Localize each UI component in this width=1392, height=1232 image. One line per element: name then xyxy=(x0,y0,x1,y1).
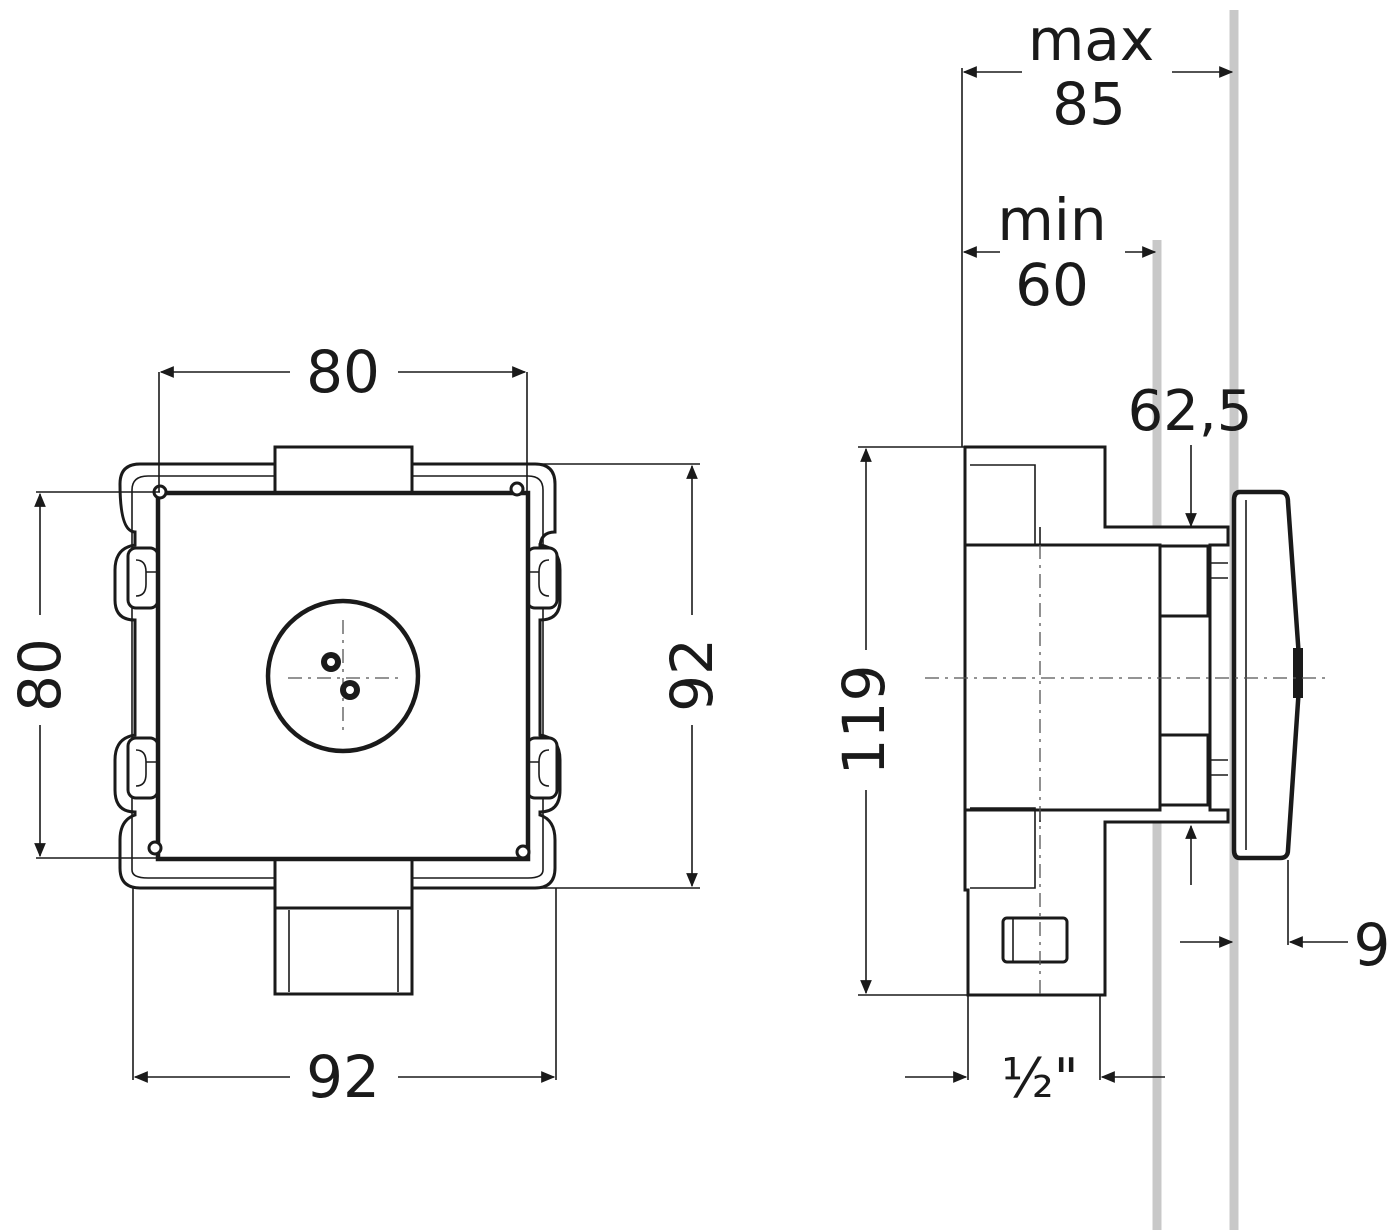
dim-height-119: 119 xyxy=(830,665,898,776)
dim-front-bottom-92: 92 xyxy=(306,1043,380,1111)
dim-pipe-half-inch: ½" xyxy=(1001,1047,1078,1110)
front-view xyxy=(34,366,700,1083)
clip-right-lower xyxy=(525,736,559,800)
dim-offset-62-5: 62,5 xyxy=(1128,379,1253,444)
front-panel xyxy=(1231,489,1303,861)
dim-min-label: min xyxy=(997,186,1106,254)
clip-left-upper xyxy=(126,546,160,610)
sensor-ring xyxy=(265,598,421,754)
clip-left-lower xyxy=(126,736,160,800)
sensor-lenses xyxy=(321,652,360,700)
top-tab xyxy=(273,445,414,495)
dim-front-left-80: 80 xyxy=(6,638,74,712)
bottom-pipe xyxy=(273,906,414,996)
pipe-outlet xyxy=(1001,916,1069,964)
bottom-connector xyxy=(273,856,414,912)
dim-front-top-80: 80 xyxy=(306,338,380,406)
dim-min-value: 60 xyxy=(1015,251,1089,319)
dim-front-right-92: 92 xyxy=(658,638,726,712)
dim-max-label: max xyxy=(1028,6,1154,74)
clip-right-upper xyxy=(525,546,559,610)
dim-panel-9: 9 xyxy=(1354,911,1391,979)
housing-body xyxy=(963,445,1230,997)
dim-max-value: 85 xyxy=(1052,70,1126,138)
side-view xyxy=(858,10,1348,1230)
